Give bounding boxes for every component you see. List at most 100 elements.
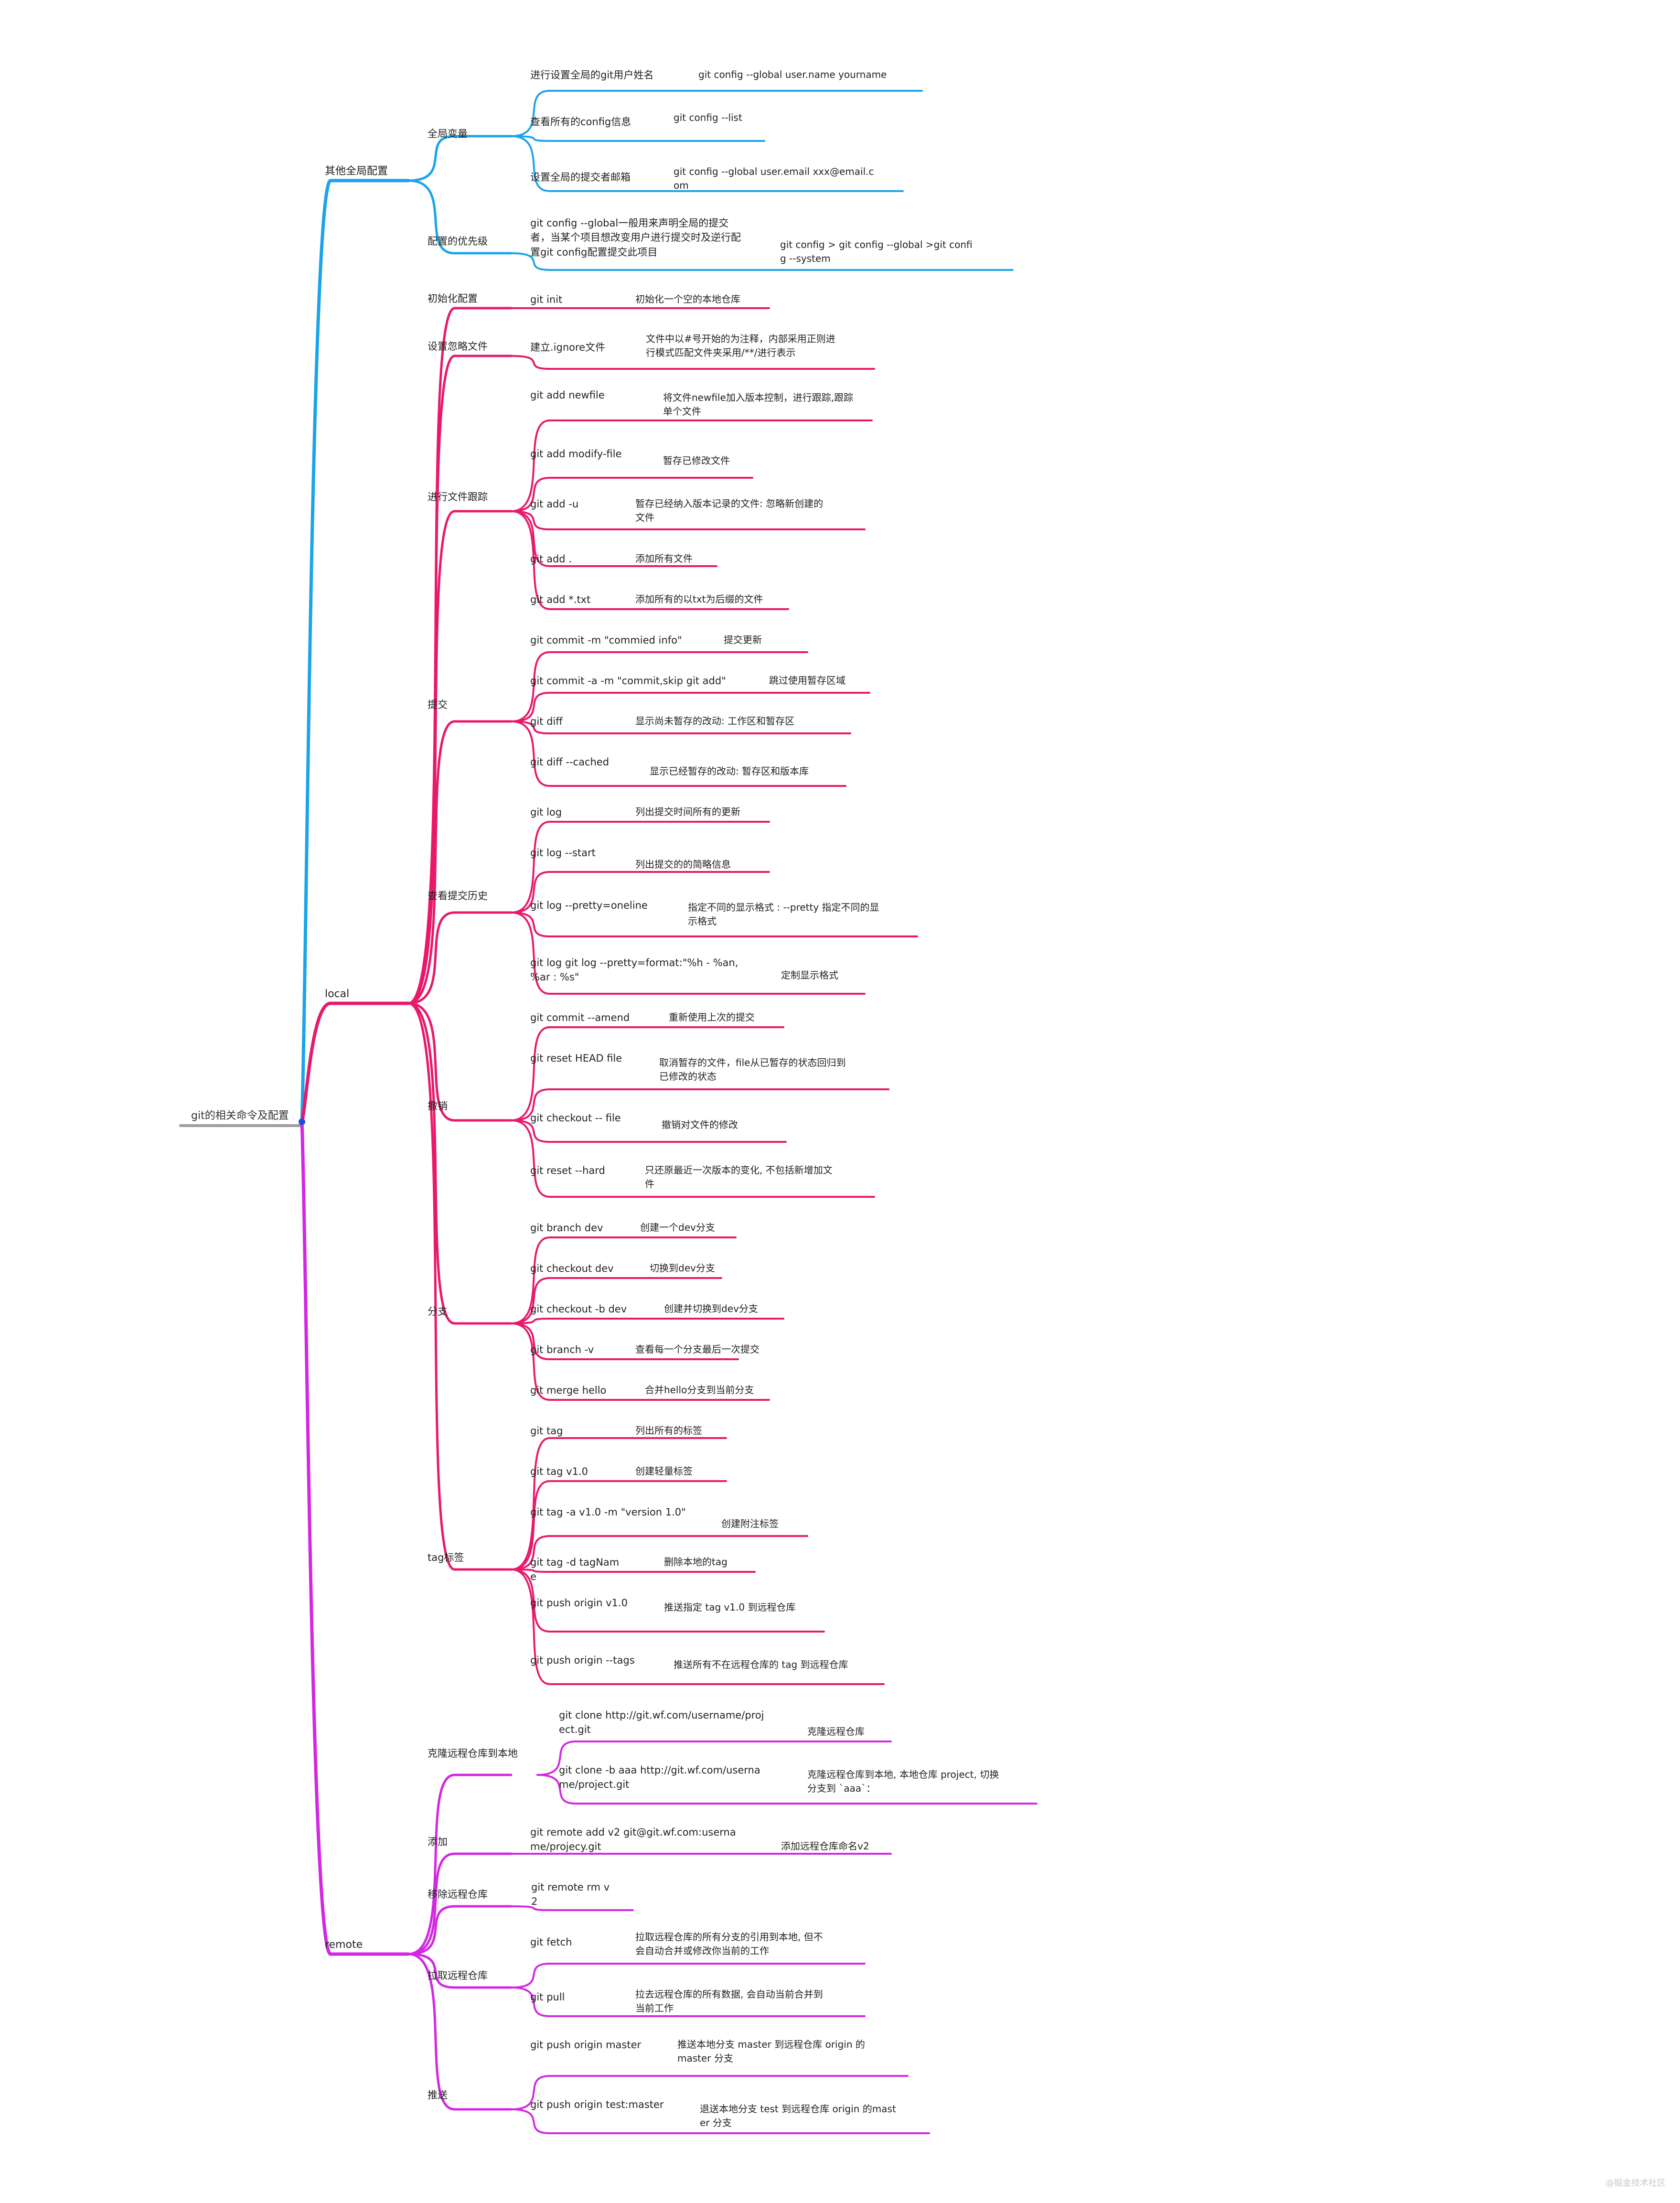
item-branch-line	[510, 1987, 866, 2017]
description-label: git config --global user.email xxx@email…	[674, 166, 874, 191]
command-label: git log --start	[530, 847, 596, 859]
group-branch-line	[407, 1002, 513, 1325]
description-label: 创建一个dev分支	[640, 1222, 715, 1233]
item-branch-line	[510, 419, 873, 512]
command-label: git tag -d tagNam e	[530, 1557, 620, 1583]
main-branch-label: 其他全局配置	[325, 165, 388, 177]
command-label: 建立.ignore文件	[530, 342, 606, 353]
item-branch-line	[510, 1437, 727, 1570]
command-label: git fetch	[530, 1936, 572, 1948]
group-label: 添加	[428, 1836, 448, 1848]
main-branch-label: local	[325, 988, 350, 1000]
command-label: git pull	[530, 1991, 565, 2003]
item-branch-line	[510, 1119, 787, 1143]
command-label: git add *.txt	[530, 594, 591, 605]
command-label: git log git log --pretty=format:"%h - %a…	[530, 957, 738, 983]
description-label: git config --list	[674, 112, 742, 123]
group-branch-line	[407, 510, 513, 1005]
description-label: 添加所有文件	[635, 553, 693, 564]
command-label: git remote rm v 2	[531, 1881, 610, 1908]
item-branch-line	[510, 1569, 825, 1633]
item-branch-line	[536, 1741, 892, 1776]
command-label: git diff --cached	[530, 756, 610, 768]
command-label: 查看所有的config信息	[530, 116, 631, 128]
item-branch-line	[510, 477, 753, 512]
group-label: 移除远程仓库	[428, 1889, 488, 1900]
item-branch-line	[510, 252, 1014, 271]
description-label: 撤销对文件的修改	[662, 1119, 738, 1130]
item-branch-line	[510, 510, 866, 530]
item-branch-line	[510, 1569, 885, 1685]
group-label: tag标签	[428, 1552, 464, 1563]
item-branch-line	[510, 1535, 808, 1570]
group-branch-line	[407, 1953, 513, 1989]
group-branch-line	[407, 1953, 513, 2111]
command-label: git tag -a v1.0 -m "version 1.0"	[530, 1506, 686, 1518]
description-label: 拉取远程仓库的所有分支的引用到本地, 但不 会自动合并或修改你当前的工作	[635, 1931, 823, 1956]
description-label: 显示已经暂存的改动: 暂存区和版本库	[650, 765, 809, 777]
command-label: git push origin --tags	[530, 1655, 635, 1666]
description-label: 初始化一个空的本地仓库	[635, 293, 740, 305]
item-branch-line	[510, 912, 918, 937]
command-label: git log	[530, 806, 562, 818]
description-label: 指定不同的显示格式 : --pretty 指定不同的显 示格式	[688, 902, 879, 927]
command-label: git log --pretty=oneline	[530, 900, 648, 911]
command-label: git checkout -- file	[530, 1112, 621, 1124]
group-label: 拉取远程仓库	[428, 1970, 488, 1981]
group-branch-line	[407, 179, 513, 255]
group-branch-line	[407, 355, 513, 1005]
item-branch-line	[510, 510, 789, 610]
group-branch-line	[407, 1773, 513, 1956]
group-branch-line	[407, 1905, 513, 1956]
description-label: git config > git config --global >git co…	[780, 239, 973, 264]
description-label: 跳过使用暂存区域	[769, 675, 845, 686]
description-label: 删除本地的tag	[664, 1556, 728, 1568]
description-label: 添加远程仓库命名v2	[781, 1840, 869, 1852]
group-label: 初始化配置	[428, 293, 478, 304]
item-branch-line	[510, 692, 870, 722]
item-branch-line	[510, 651, 808, 722]
description-label: 拉去远程仓库的所有数据, 会自动当前合并到 当前工作	[635, 1988, 823, 2014]
description-label: 创建轻量标签	[635, 1465, 693, 1477]
item-branch-line	[510, 355, 875, 370]
command-label: git reset --hard	[530, 1165, 605, 1176]
description-label: 取消暂存的文件，file从已暂存的状态回归到 已修改的状态	[659, 1057, 846, 1082]
item-branch-line	[510, 1322, 770, 1401]
command-label: git push origin master	[530, 2039, 642, 2051]
description-label: 只还原最近一次版本的变化, 不包括新增加文 件	[645, 1164, 833, 1190]
item-branch-line	[510, 1963, 866, 1988]
group-label: 进行文件跟踪	[428, 491, 488, 503]
item-branch-line	[510, 1236, 737, 1324]
description-label: 推送所有不在远程仓库的 tag 到远程仓库	[674, 1659, 848, 1670]
description-label: 退送本地分支 test 到远程仓库 origin 的mast er 分支	[700, 2103, 896, 2128]
item-branch-line	[536, 1774, 1038, 1805]
group-branch-line	[407, 1852, 513, 1956]
item-branch-line	[510, 2075, 909, 2110]
group-label: 推送	[428, 2089, 448, 2101]
description-label: 暂存已经纳入版本记录的文件: 忽略新创建的 文件	[635, 498, 824, 523]
description-label: 创建并切换到dev分支	[664, 1303, 758, 1314]
group-label: 设置忽略文件	[428, 341, 488, 352]
description-label: 添加所有的以txt为后缀的文件	[635, 593, 763, 605]
item-branch-line	[510, 1480, 727, 1570]
group-label: 查看提交历史	[428, 890, 488, 902]
command-label: git commit -m "commied info"	[530, 634, 682, 646]
command-label: git config --global一般用来声明全局的提交 者，当某个项目想改…	[530, 217, 741, 258]
item-branch-line	[510, 821, 770, 913]
description-label: 文件中以#号开始的为注释，内部采用正则进 行模式匹配文件夹采用/**/进行表示	[646, 333, 835, 358]
description-label: 列出提交时间所有的更新	[635, 806, 740, 817]
description-label: 克隆远程仓库	[807, 1726, 865, 1737]
watermark: @掘金技术社区	[1605, 2178, 1666, 2188]
command-label: git add modify-file	[530, 448, 622, 460]
group-label: 撤销	[428, 1100, 448, 1112]
group-branch-line	[407, 1002, 513, 1122]
description-label: 合并hello分支到当前分支	[645, 1384, 754, 1396]
command-label: git diff	[530, 716, 563, 727]
description-label: 创建附注标签	[721, 1518, 779, 1529]
description-label: 提交更新	[724, 634, 762, 645]
description-label: 显示尚未暂存的改动: 工作区和暂存区	[635, 715, 795, 727]
command-label: git commit -a -m "commit,skip git add"	[530, 675, 726, 687]
command-label: git reset HEAD file	[530, 1053, 622, 1064]
item-branch-line	[510, 90, 923, 137]
